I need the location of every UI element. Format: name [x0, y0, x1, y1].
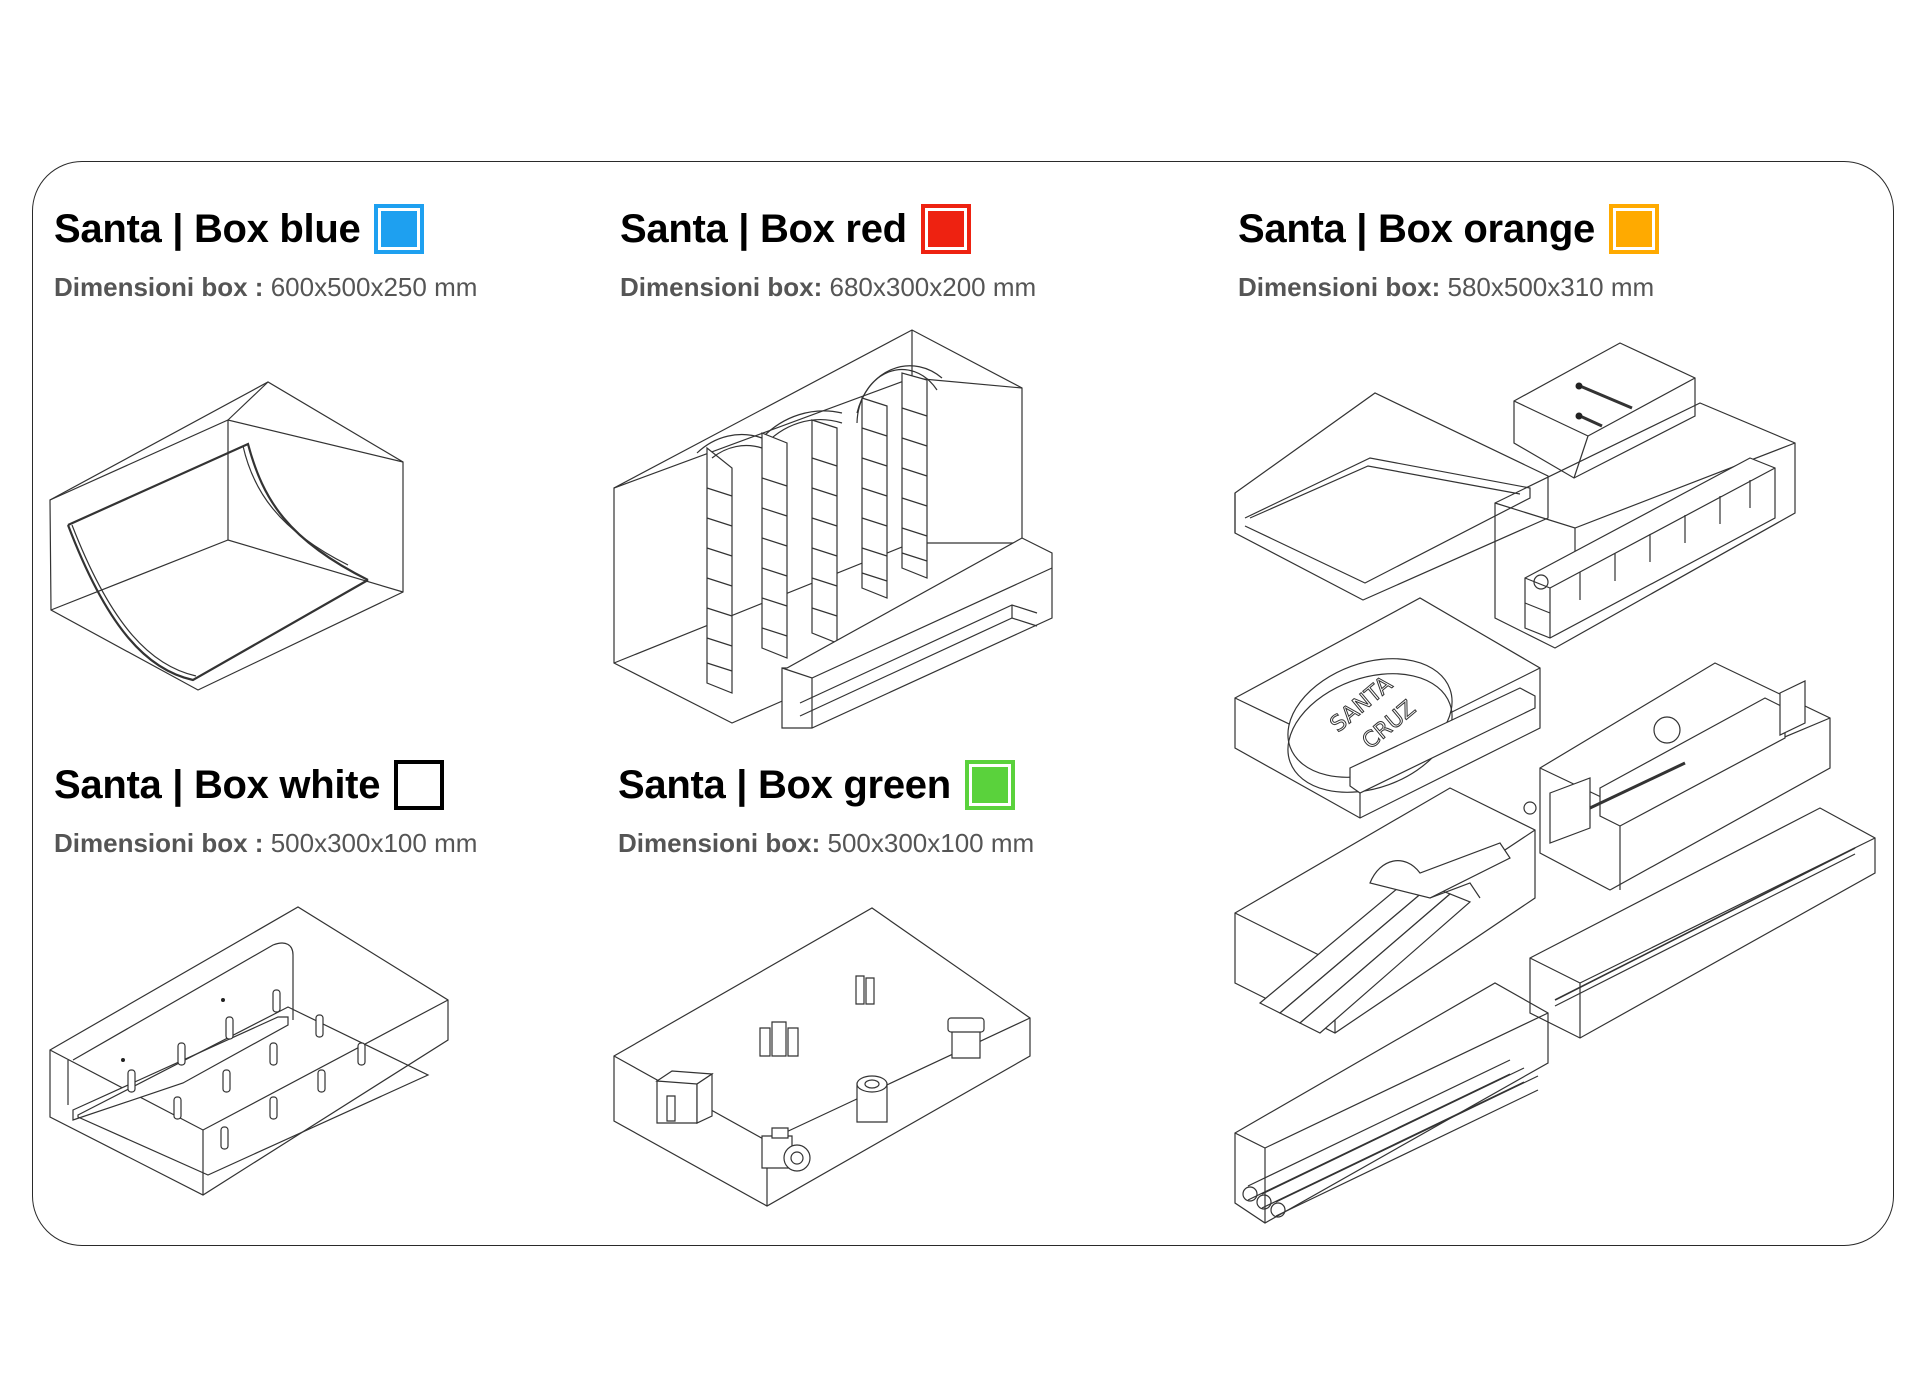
part: [762, 1128, 810, 1171]
blue-swatch-fill: [381, 211, 418, 247]
dims-value: 600x500x250 mm: [270, 272, 478, 302]
orange-color-swatch: [1608, 204, 1659, 254]
dims-value: 680x300x200 mm: [829, 272, 1037, 302]
box-green-title: Santa | Box green: [618, 762, 951, 807]
block-box: [1495, 403, 1795, 648]
planks-box: [1235, 788, 1535, 1033]
box-blue-dimensions: Dimensioni box : 600x500x250 mm: [54, 272, 477, 303]
pins: [128, 990, 365, 1149]
boxes-panel: [32, 161, 1894, 1246]
box-orange-header: Santa | Box orange Dimensioni box: 580x5…: [1238, 204, 1659, 303]
green-color-swatch: [964, 760, 1015, 810]
part: [948, 1018, 984, 1058]
box-orange-title: Santa | Box orange: [1238, 206, 1595, 251]
red-swatch-fill: [927, 211, 964, 247]
logo-disc-box: SANTA CRUZ: [1235, 598, 1540, 818]
assorted-parts-boxes-icon: SANTA CRUZ: [1230, 338, 1880, 1228]
part: [857, 1076, 887, 1122]
dims-label: Dimensioni box:: [618, 828, 821, 858]
orange-swatch-fill: [1615, 211, 1652, 247]
pin-board-box-icon: [48, 905, 453, 1200]
blue-color-swatch: [374, 204, 425, 254]
rail-box: [1530, 808, 1875, 1038]
box-green-header: Santa | Box green Dimensioni box: 500x30…: [618, 760, 1034, 859]
small-pin-box: [1514, 343, 1695, 478]
tray-box: [1235, 393, 1548, 600]
part: [856, 976, 874, 1004]
box-red-title: Santa | Box red: [620, 206, 907, 251]
box-red-dimensions: Dimensioni box: 680x300x200 mm: [620, 272, 1036, 303]
dims-label: Dimensioni box:: [1238, 272, 1441, 302]
box-blue-header: Santa | Box blue Dimensioni box : 600x50…: [54, 204, 477, 303]
clamp-box: [1524, 663, 1830, 890]
tubes-box: [1235, 983, 1548, 1223]
dims-label: Dimensioni box :: [54, 828, 264, 858]
box-green-dimensions: Dimensioni box: 500x300x100 mm: [618, 828, 1034, 859]
box-white-dimensions: Dimensioni box : 500x300x100 mm: [54, 828, 477, 859]
box-orange-dimensions: Dimensioni box: 580x500x310 mm: [1238, 272, 1659, 303]
dims-value: 500x300x100 mm: [270, 828, 478, 858]
white-color-swatch: [394, 760, 445, 810]
box-white-header: Santa | Box white Dimensioni box : 500x3…: [54, 760, 477, 859]
dims-value: 580x500x310 mm: [1447, 272, 1655, 302]
arc-ramp-frames-box-icon: [612, 328, 1052, 728]
part: [760, 1022, 798, 1056]
dims-label: Dimensioni box:: [620, 272, 823, 302]
dims-label: Dimensioni box :: [54, 272, 264, 302]
part: [657, 1071, 712, 1123]
dims-value: 500x300x100 mm: [827, 828, 1035, 858]
box-white-title: Santa | Box white: [54, 762, 381, 807]
curved-ramp-box-icon: [48, 380, 418, 695]
white-swatch-fill: [401, 767, 438, 803]
box-red-header: Santa | Box red Dimensioni box: 680x300x…: [620, 204, 1036, 303]
small-parts-box-icon: [612, 906, 1032, 1208]
box-blue-title: Santa | Box blue: [54, 206, 361, 251]
green-swatch-fill: [971, 767, 1008, 803]
red-color-swatch: [920, 204, 971, 254]
